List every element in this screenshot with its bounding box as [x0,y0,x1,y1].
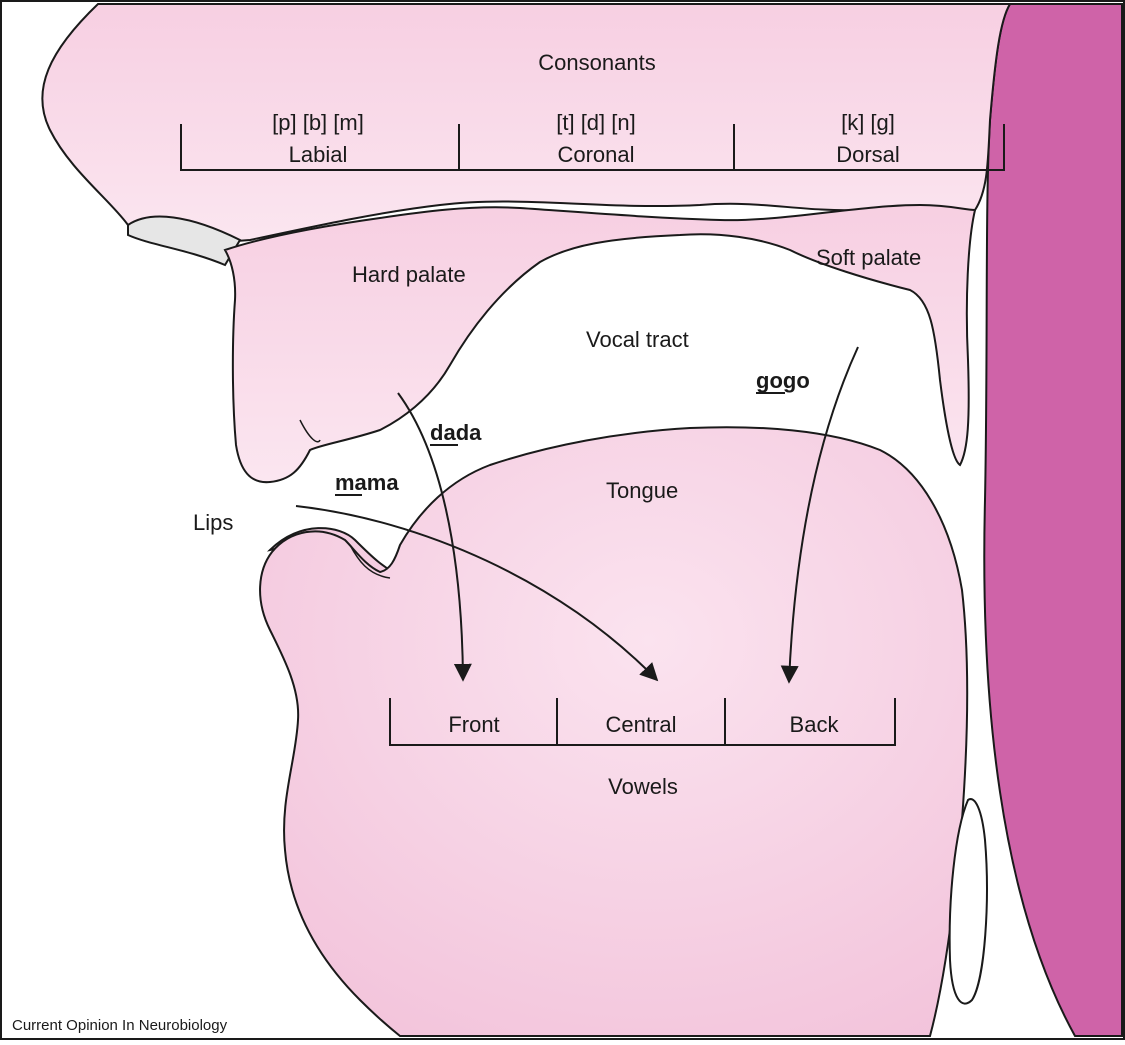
consonant-phones-coronal: [t] [d] [n] [556,110,635,135]
consonant-place-labial: Labial [289,142,348,167]
label-soft-palate: Soft palate [816,245,921,270]
word-gogo: gogo [756,368,810,393]
vowel-front: Front [448,712,499,737]
label-tongue: Tongue [606,478,678,503]
vowel-back: Back [790,712,840,737]
vowels-title: Vowels [608,774,678,799]
label-lips: Lips [193,510,233,535]
word-mama: mama [335,470,399,495]
consonant-place-coronal: Coronal [557,142,634,167]
consonant-phones-dorsal: [k] [g] [841,110,895,135]
vowel-central: Central [606,712,677,737]
word-mama-syllable: ma [335,470,368,495]
word-dada-syllable: da [430,420,456,445]
consonant-place-dorsal: Dorsal [836,142,900,167]
label-hard-palate: Hard palate [352,262,466,287]
word-gogo-syllable: go [756,368,783,393]
word-dada-rest: da [456,420,482,445]
word-dada: dada [430,420,482,445]
word-mama-rest: ma [367,470,400,495]
label-vocal-tract: Vocal tract [586,327,689,352]
consonants-title: Consonants [538,50,655,75]
source-credit: Current Opinion In Neurobiology [12,1017,228,1034]
consonant-phones-labial: [p] [b] [m] [272,110,364,135]
word-gogo-rest: go [783,368,810,393]
